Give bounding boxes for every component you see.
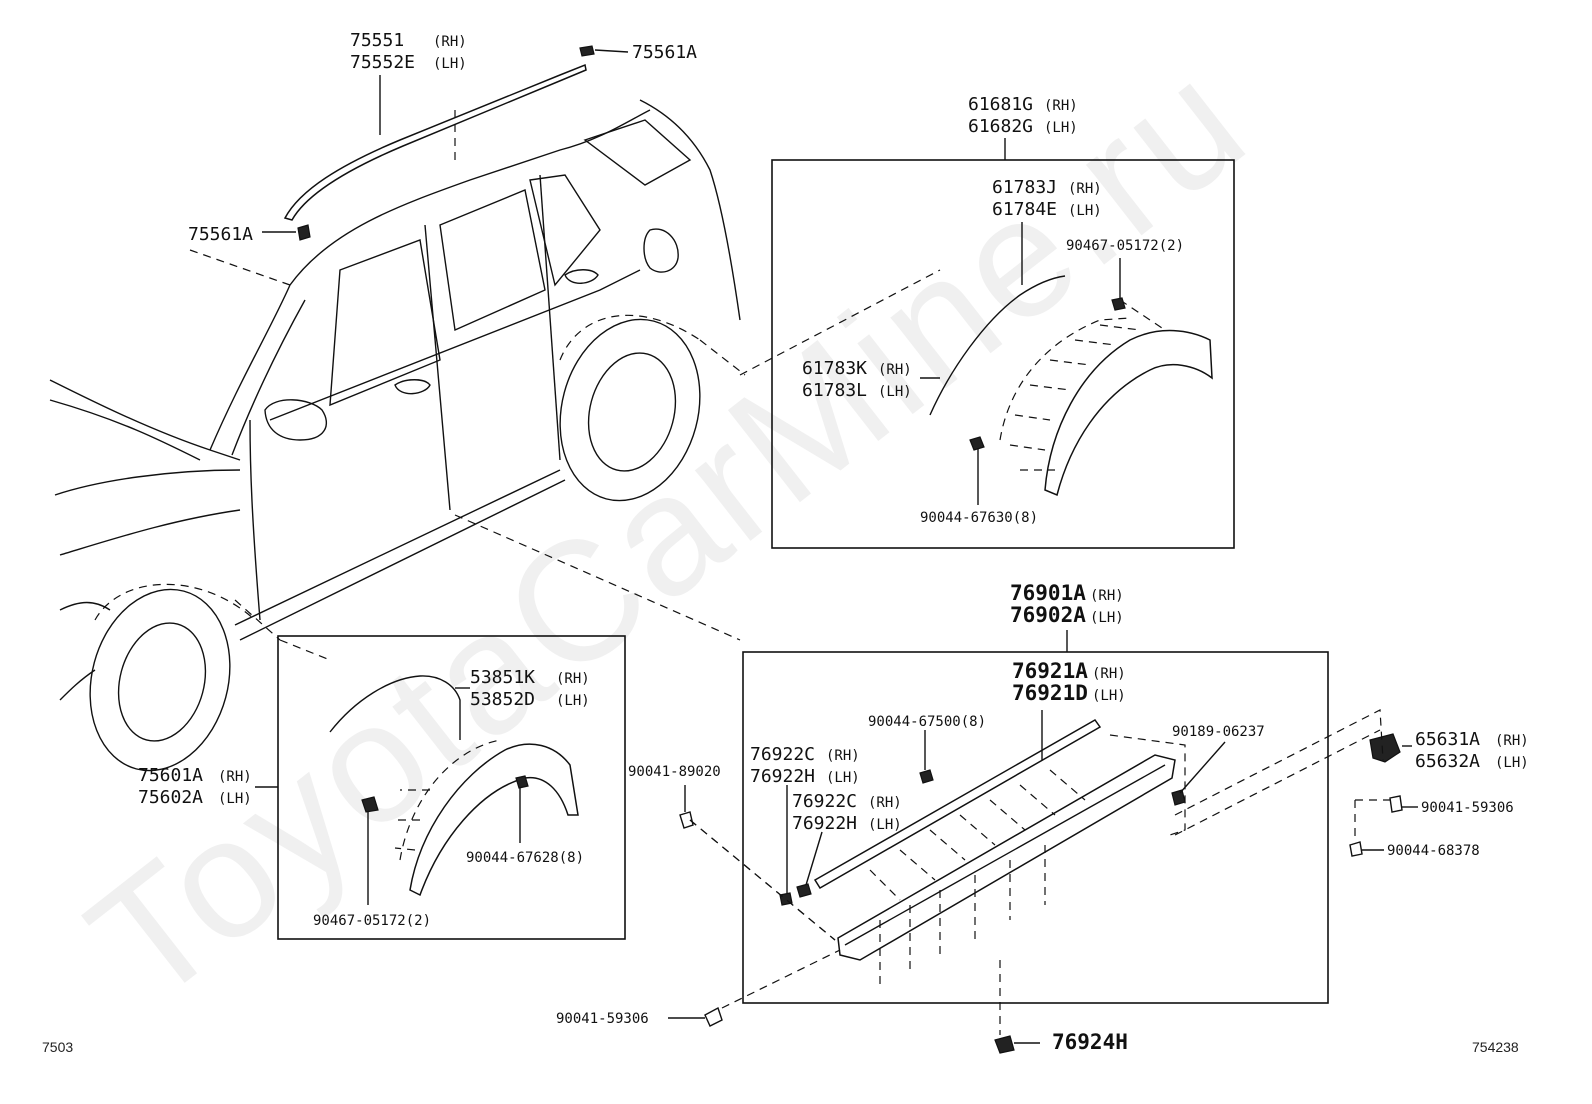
- label-rear-nut-qty: 90044-67630(8): [920, 510, 1038, 526]
- roof-molding: [283, 63, 587, 221]
- side-step: [837, 754, 1176, 961]
- label-61783k: 61783K: [802, 358, 867, 379]
- label-76901a-side: (RH): [1090, 588, 1124, 604]
- bracket-icon: [1369, 733, 1401, 763]
- label-61783l: 61783L: [802, 380, 867, 401]
- label-76922c-2: 76922C: [792, 791, 857, 812]
- label-75602a-side: (LH): [218, 791, 252, 807]
- label-76901a: 76901A: [1010, 581, 1086, 605]
- label-61682g-side: (LH): [1044, 120, 1078, 136]
- label-screw-left: 90041-89020: [628, 764, 721, 780]
- front-nut-icon: [515, 775, 529, 789]
- label-53851k-side: (RH): [556, 671, 590, 687]
- label-grommet: 76924H: [1052, 1030, 1128, 1054]
- label-76921d: 76921D: [1012, 681, 1088, 705]
- screw-left-icon: [679, 811, 694, 829]
- label-clip-rear: 75561A: [632, 42, 697, 63]
- label-screw-bottom: 90041-59306: [556, 1011, 649, 1027]
- part-labels: 75551 (RH) 75552E (LH) 75561A 75561A 616…: [138, 30, 1529, 1054]
- label-61783j: 61783J: [992, 177, 1057, 198]
- label-65632a-side: (LH): [1495, 755, 1529, 771]
- label-step-bolt: 90189-06237: [1172, 724, 1265, 740]
- front-arch-molding: [409, 743, 579, 897]
- label-76902a-side: (LH): [1090, 610, 1124, 626]
- label-76922c-1-side: (RH): [826, 748, 860, 764]
- label-nut-right: 90044-68378: [1387, 843, 1480, 859]
- label-75602a: 75602A: [138, 787, 203, 808]
- label-76922h-2: 76922H: [792, 813, 857, 834]
- step-nut-icon: [919, 769, 934, 784]
- label-65632a: 65632A: [1415, 751, 1480, 772]
- label-76922h-2-side: (LH): [868, 817, 902, 833]
- step-strip: [813, 719, 1102, 890]
- label-61681g-side: (RH): [1044, 98, 1078, 114]
- label-65631a-side: (RH): [1495, 733, 1529, 749]
- vehicle-outline: [49, 99, 741, 772]
- label-75601a: 75601A: [138, 765, 203, 786]
- rear-nut-icon: [969, 436, 985, 451]
- cap2-icon: [796, 883, 812, 898]
- label-76922h-1-side: (LH): [826, 770, 860, 786]
- label-75551: 75551: [350, 30, 404, 51]
- grommet-icon: [994, 1035, 1015, 1054]
- clip-rear-icon: [579, 45, 595, 57]
- clip-front-icon: [297, 224, 311, 241]
- label-61681g: 61681G: [968, 94, 1033, 115]
- footer-right-code: 754238: [1472, 1039, 1519, 1055]
- label-76902a: 76902A: [1010, 603, 1086, 627]
- watermark: ToyotaCarMine.ru: [56, 24, 1281, 1039]
- label-61784e: 61784E: [992, 199, 1057, 220]
- label-61783j-side: (RH): [1068, 181, 1102, 197]
- label-65631a: 65631A: [1415, 729, 1480, 750]
- label-53852d-side: (LH): [556, 693, 590, 709]
- label-rear-clip-qty: 90467-05172(2): [1066, 238, 1184, 254]
- label-75601a-side: (RH): [218, 769, 252, 785]
- label-76921a-side: (RH): [1092, 666, 1126, 682]
- label-76922h-1: 76922H: [750, 766, 815, 787]
- label-front-clip-qty: 90467-05172(2): [313, 913, 431, 929]
- label-76921a: 76921A: [1012, 659, 1088, 683]
- label-61783k-side: (RH): [878, 362, 912, 378]
- footer-left-code: 7503: [42, 1039, 73, 1055]
- screw-bottom-icon: [704, 1006, 723, 1027]
- label-75552e: 75552E: [350, 52, 415, 73]
- front-clip-icon: [361, 796, 379, 813]
- label-step-nut-qty: 90044-67500(8): [868, 714, 986, 730]
- label-76921d-side: (LH): [1092, 688, 1126, 704]
- label-53852d: 53852D: [470, 689, 535, 710]
- label-61783l-side: (LH): [878, 384, 912, 400]
- label-front-nut-qty: 90044-67628(8): [466, 850, 584, 866]
- step-box: [742, 651, 1329, 1004]
- rear-arch-molding: [1044, 329, 1213, 497]
- label-clip-front: 75561A: [188, 224, 253, 245]
- step-bolt-icon: [1171, 789, 1186, 806]
- label-61784e-side: (LH): [1068, 203, 1102, 219]
- label-53851k: 53851K: [470, 667, 535, 688]
- rear-clip-icon: [1111, 297, 1126, 311]
- rear-arch-box: [771, 159, 1235, 549]
- label-75551-side: (RH): [433, 34, 467, 50]
- label-76922c-1: 76922C: [750, 744, 815, 765]
- label-76922c-2-side: (RH): [868, 795, 902, 811]
- label-screw-right: 90041-59306: [1421, 800, 1514, 816]
- label-75552e-side: (LH): [433, 56, 467, 72]
- label-61682g: 61682G: [968, 116, 1033, 137]
